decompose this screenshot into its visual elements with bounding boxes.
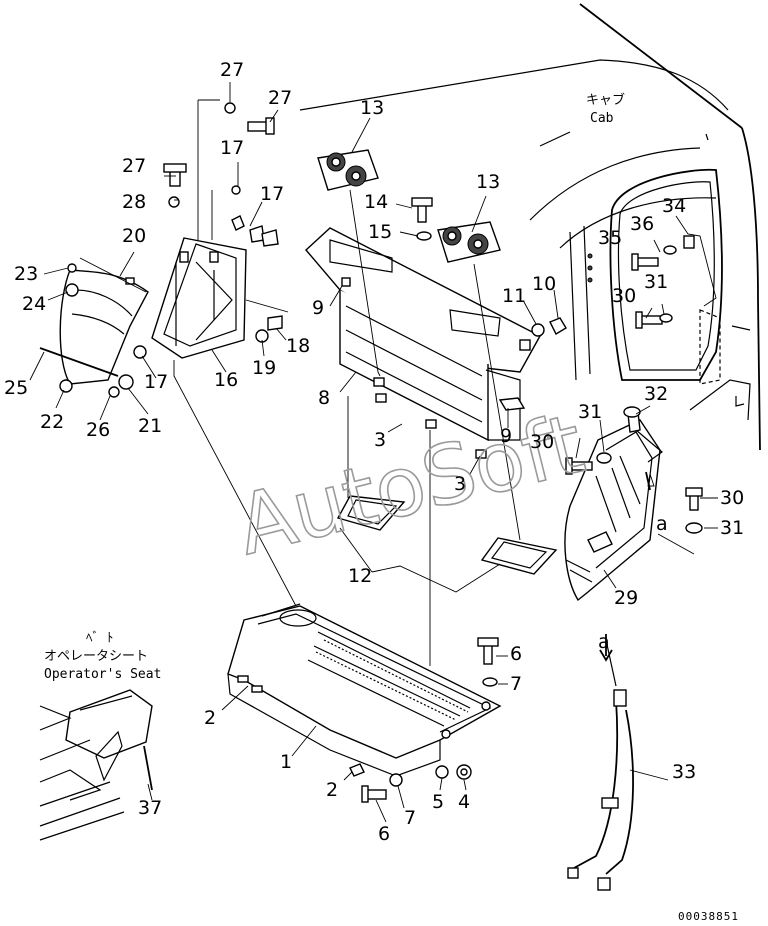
callout-36: 36 <box>630 213 654 235</box>
callout-26: 26 <box>86 419 110 441</box>
cab-label-jp: キャブ <box>586 92 625 108</box>
callout-32: 32 <box>644 383 668 405</box>
callout-19: 19 <box>252 357 276 379</box>
connector-a-top: a <box>656 513 668 535</box>
part-callouts: 27 27 27 28 17 17 20 23 24 25 22 26 21 1… <box>4 59 744 845</box>
speakers-13 <box>317 149 501 263</box>
callout-30: 30 <box>530 431 554 453</box>
connector-a-bottom: a <box>598 631 610 653</box>
callout-21: 21 <box>138 415 162 437</box>
callout-30: 30 <box>720 487 744 509</box>
callout-34: 34 <box>662 195 686 217</box>
callout-6: 6 <box>378 823 390 845</box>
callout-7: 7 <box>510 673 522 695</box>
callout-20: 20 <box>122 225 146 247</box>
wire-harness-33 <box>567 639 634 891</box>
seat-label-jp-top: ﾍﾞ ﾄ <box>86 631 113 646</box>
callout-11: 11 <box>502 285 526 307</box>
callout-17: 17 <box>260 183 284 205</box>
callout-28: 28 <box>122 191 146 213</box>
callout-31: 31 <box>578 401 602 423</box>
callout-2: 2 <box>326 779 338 801</box>
cab-outline <box>299 3 761 451</box>
callout-13: 13 <box>476 171 500 193</box>
drawing-id: 00038851 <box>678 910 739 923</box>
hardware-lower <box>349 637 499 803</box>
side-cover-20 <box>59 269 149 385</box>
callout-16: 16 <box>214 369 238 391</box>
callout-5: 5 <box>432 791 444 813</box>
callout-18: 18 <box>286 335 310 357</box>
callout-22: 22 <box>40 411 64 433</box>
callout-6: 6 <box>510 643 522 665</box>
connector-markers <box>599 471 651 662</box>
callout-24: 24 <box>22 293 46 315</box>
seat-label-jp: オペレータシート <box>44 649 148 664</box>
hardware-right <box>565 235 703 534</box>
callout-31: 31 <box>720 517 744 539</box>
callout-4: 4 <box>458 791 470 813</box>
callout-13: 13 <box>360 97 384 119</box>
upper-panel-8 <box>305 227 541 459</box>
leader-lines <box>29 82 718 823</box>
speaker-gaskets-12 <box>336 495 558 575</box>
callout-14: 14 <box>364 191 388 213</box>
callout-7: 7 <box>404 807 416 829</box>
callout-33: 33 <box>672 761 696 783</box>
rear-bracket-16 <box>151 237 247 359</box>
callout-9: 9 <box>312 297 324 319</box>
callout-1: 1 <box>280 751 292 773</box>
callout-3: 3 <box>374 429 386 451</box>
cab-label-en: Cab <box>590 111 614 126</box>
callout-10: 10 <box>532 273 556 295</box>
operator-seat <box>39 689 153 841</box>
hardware-left <box>39 102 283 398</box>
callout-8: 8 <box>318 387 330 409</box>
callout-30: 30 <box>612 285 636 307</box>
callout-12: 12 <box>348 565 372 587</box>
callout-15: 15 <box>368 221 392 243</box>
seat-label-en: Operator's Seat <box>44 667 161 682</box>
callout-9: 9 <box>500 425 512 447</box>
callout-28: 27 <box>220 59 244 81</box>
callout-2: 2 <box>204 707 216 729</box>
callout-23: 23 <box>14 263 38 285</box>
callout-25: 25 <box>4 377 28 399</box>
callout-27: 27 <box>268 87 292 109</box>
callout-3: 3 <box>454 473 466 495</box>
callout-17: 17 <box>144 371 168 393</box>
callout-37: 37 <box>138 797 162 819</box>
callout-31: 31 <box>644 271 668 293</box>
lower-console-1 <box>227 603 502 777</box>
callout-17: 17 <box>220 137 244 159</box>
callout-27: 27 <box>122 155 146 177</box>
callout-35: 35 <box>598 227 622 249</box>
hardware-center <box>411 197 567 337</box>
callout-29: 29 <box>614 587 638 609</box>
